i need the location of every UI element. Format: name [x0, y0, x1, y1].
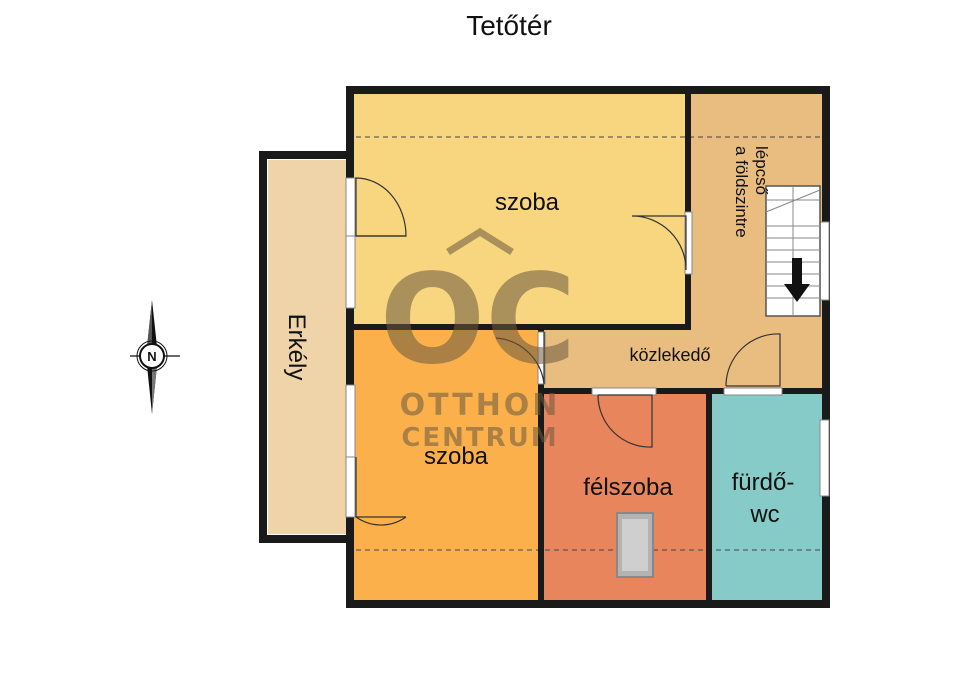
label-lepcso-line2: a földszintre — [732, 146, 751, 238]
room-szoba-bottom — [354, 327, 540, 600]
room-szoba-top — [354, 94, 688, 327]
label-szoba-top: szoba — [495, 189, 560, 216]
room-kozlekedo — [540, 327, 688, 389]
watermark-roof-icon — [446, 227, 514, 255]
compass-north-label: N — [147, 349, 156, 364]
watermark-monogram: OC — [380, 248, 576, 392]
compass-icon: N — [130, 300, 180, 414]
outer-wall — [346, 86, 830, 608]
label-lepcso-line1: lépcső — [752, 146, 771, 195]
room-furdo-wc — [712, 393, 823, 600]
label-furdo-line2: wc — [749, 501, 779, 528]
door-swings — [355, 177, 781, 526]
label-felszoba: félszoba — [583, 474, 673, 501]
stairs-down-arrow-icon — [784, 258, 810, 302]
stairs — [765, 185, 821, 317]
label-szoba-bottom: szoba — [424, 443, 489, 470]
openings — [345, 177, 830, 518]
watermark-logo: OC OTTHON CENTRUM — [380, 227, 576, 453]
label-erkely: Erkély — [283, 314, 310, 381]
watermark-line1: OTTHON — [400, 388, 561, 423]
watermark-line2: CENTRUM — [401, 423, 558, 453]
label-furdo-line1: fürdő- — [732, 469, 795, 496]
plan-title: Tetőtér — [466, 10, 552, 41]
interior-walls — [351, 91, 825, 603]
label-kozlekedo: közlekedő — [629, 345, 710, 365]
label-lepcso: lépcső a földszintre — [732, 146, 771, 238]
label-erkely-group: Erkély — [283, 314, 310, 381]
balcony-erkely — [268, 160, 348, 534]
